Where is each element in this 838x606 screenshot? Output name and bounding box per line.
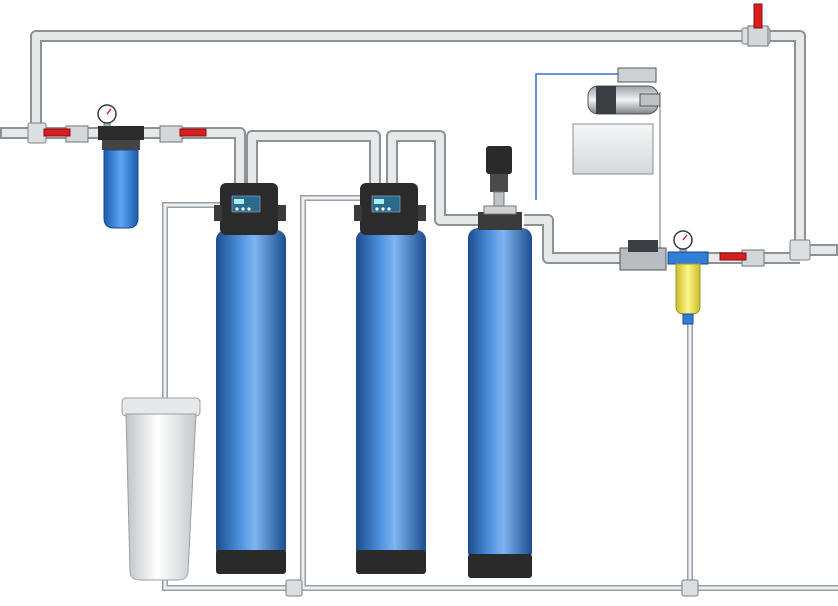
air-release-valve: [486, 146, 512, 207]
softener-tank-1: [216, 230, 286, 574]
solenoid-valve[interactable]: [619, 240, 667, 271]
brine-tank: [121, 397, 201, 581]
air-compressor: [587, 67, 661, 115]
outlet: [836, 244, 838, 256]
filter-outlet-valve[interactable]: [159, 125, 207, 143]
bypass-valve[interactable]: [747, 3, 769, 47]
pressure-gauge-outlet: [673, 230, 693, 257]
pressure-gauge-inlet: [97, 104, 117, 131]
inlet-valve[interactable]: [43, 125, 89, 143]
softener-control-2[interactable]: [354, 183, 426, 235]
inlet: [0, 127, 2, 139]
softener-tank-2: [356, 230, 426, 574]
mesh-filter: [667, 251, 709, 325]
aeration-tank: [468, 205, 532, 578]
outlet-valve[interactable]: [719, 249, 765, 267]
compressor-controller: [572, 123, 654, 175]
softener-control-1[interactable]: [214, 183, 286, 235]
sediment-filter: [98, 126, 144, 229]
air-line: [535, 73, 622, 200]
